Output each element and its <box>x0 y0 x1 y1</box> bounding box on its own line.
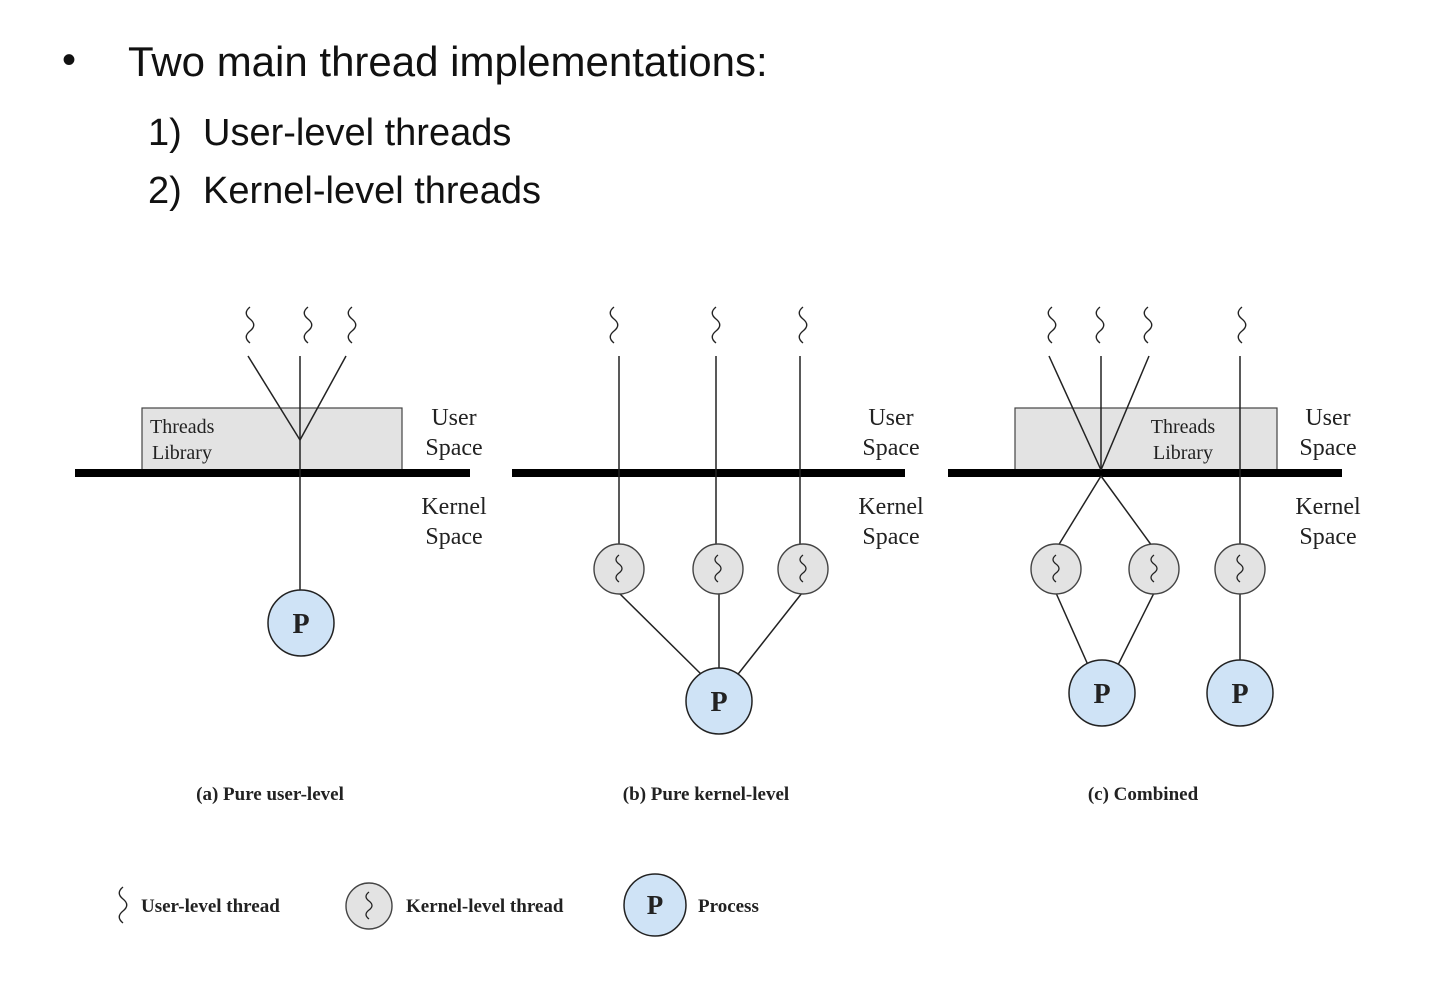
process-label: P <box>292 609 309 640</box>
legend-user-thread: User-level thread <box>141 896 280 917</box>
user-space-label: User <box>431 405 476 431</box>
threads-library-box <box>1014 407 1278 471</box>
user-thread-icon <box>1143 306 1153 344</box>
process-node <box>1068 659 1136 727</box>
kernel-thread-icon <box>345 882 393 930</box>
kernel-thread-node <box>1030 543 1082 595</box>
bullet-dot: • <box>62 38 77 82</box>
user-thread-icon <box>118 886 128 924</box>
process-node <box>267 589 335 657</box>
list-item-user-level: User-level threads <box>203 112 512 154</box>
caption-b: (b) Pure kernel-level <box>623 784 789 805</box>
kernel-thread-node <box>777 543 829 595</box>
kernel-thread-node <box>692 543 744 595</box>
process-label: P <box>1231 679 1248 710</box>
user-space-label: User <box>868 405 913 431</box>
user-space-label: Space <box>1299 435 1356 461</box>
kernel-space-label: Kernel <box>858 494 924 520</box>
user-space-label: User <box>1305 405 1350 431</box>
process-label: P <box>1093 679 1110 710</box>
panel-pure-kernel-level: P User Space Kernel Space (b) Pure kerne… <box>512 306 924 805</box>
kernel-space-label: Space <box>862 524 919 550</box>
user-space-label: Space <box>862 435 919 461</box>
list-item-number: 2) <box>148 170 182 212</box>
legend-kernel-thread: Kernel-level thread <box>406 896 564 917</box>
user-thread-icon <box>1095 306 1105 344</box>
user-thread-icon <box>1237 306 1247 344</box>
threads-library-box <box>141 407 403 471</box>
user-thread-icon <box>798 306 808 344</box>
user-thread-icon <box>245 306 255 344</box>
user-thread-icon <box>711 306 721 344</box>
library-label-line1: Threads <box>150 416 215 438</box>
user-thread-icon <box>609 306 619 344</box>
slide-title: Two main thread implementations: <box>128 38 768 85</box>
user-thread-icon <box>303 306 313 344</box>
panel-pure-user-level: Threads Library P User Space Kernel Spac… <box>75 306 487 805</box>
kernel-thread-node <box>593 543 645 595</box>
list-item-kernel-level: Kernel-level threads <box>203 170 541 212</box>
legend-process-symbol: P <box>647 890 664 920</box>
kernel-space-label: Kernel <box>421 494 487 520</box>
user-thread-icon <box>347 306 357 344</box>
caption-c: (c) Combined <box>1088 784 1199 805</box>
legend-process: Process <box>698 896 759 917</box>
process-node <box>685 667 753 735</box>
library-label-line2: Library <box>1153 442 1213 464</box>
user-thread-icon <box>1047 306 1057 344</box>
process-node <box>1206 659 1274 727</box>
list-item-number: 1) <box>148 112 182 154</box>
process-label: P <box>710 687 727 718</box>
caption-a: (a) Pure user-level <box>196 784 344 805</box>
kernel-space-label: Space <box>1299 524 1356 550</box>
panel-combined: Threads Library P P User Spa <box>948 306 1361 805</box>
legend: User-level thread Kernel-level thread P … <box>118 873 759 937</box>
user-space-label: Space <box>425 435 482 461</box>
kernel-thread-node <box>1128 543 1180 595</box>
library-label-line1: Threads <box>1151 416 1216 438</box>
kernel-thread-node <box>1214 543 1266 595</box>
library-label-line2: Library <box>152 442 212 464</box>
process-icon <box>623 873 687 937</box>
kernel-space-label: Kernel <box>1295 494 1361 520</box>
kernel-space-label: Space <box>425 524 482 550</box>
